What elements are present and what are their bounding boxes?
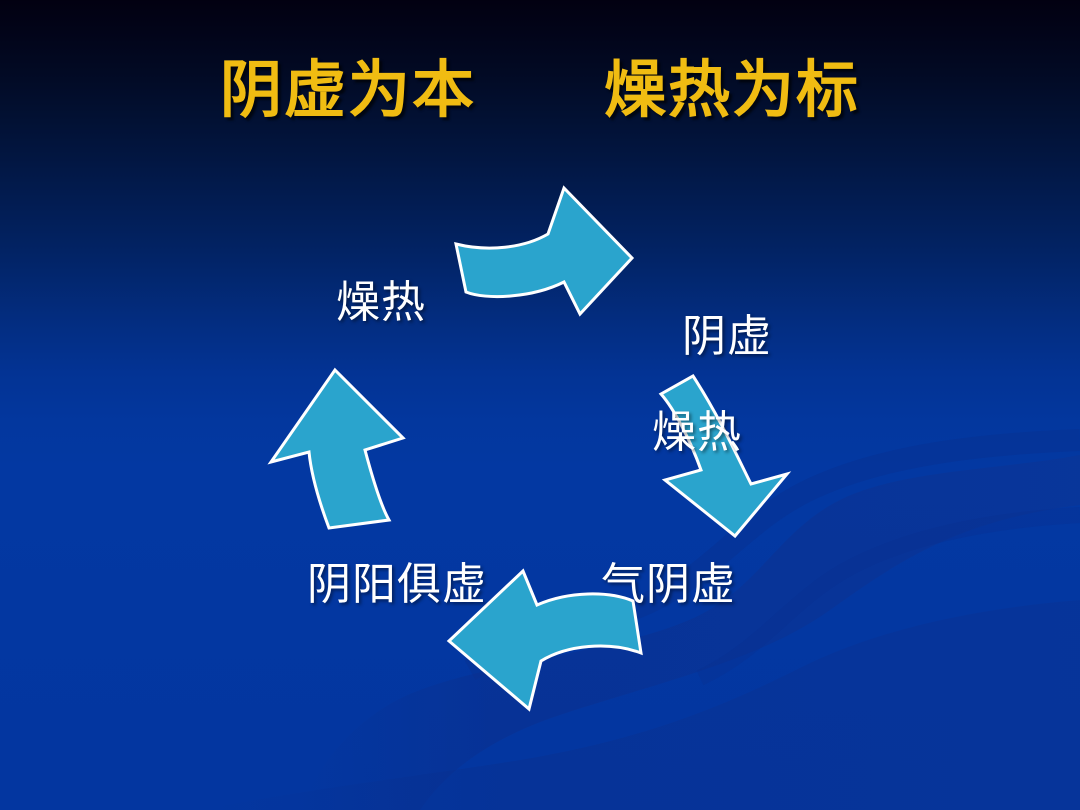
cycle-label-upper-left: 燥热 — [336, 277, 426, 328]
curved-down-arrow — [657, 372, 817, 540]
cycle-label-lower-left: 阴阳俱虚 — [307, 559, 487, 610]
slide-title: 阴虚为本 燥热为标 — [219, 53, 860, 126]
cycle-label-upper-right-line1: 阴虚 — [681, 311, 772, 362]
cycle-label-upper-right-line2: 燥热 — [651, 407, 742, 458]
curved-right-arrow — [452, 185, 647, 317]
cycle-label-lower-right: 气阴虚 — [601, 559, 736, 610]
curved-up-arrow — [267, 367, 407, 530]
cycle-label-upper-right: 阴虚 燥热 — [622, 265, 772, 553]
curved-left-arrow — [445, 567, 643, 712]
